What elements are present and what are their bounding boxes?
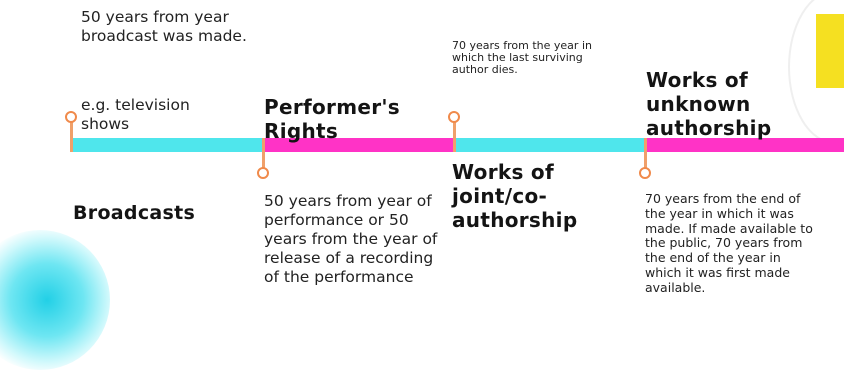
marker-dot-broadcasts: [65, 111, 77, 123]
timeline-segment-joint: [455, 138, 646, 152]
decorative-cyan-blob: [0, 230, 110, 370]
marker-line-unknown: [644, 138, 647, 171]
marker-dot-unknown: [639, 167, 651, 179]
unknown-heading: Works of unknown authorship: [646, 68, 772, 140]
broadcasts-example: e.g. television shows: [81, 96, 190, 133]
broadcasts-heading: Broadcasts: [73, 202, 196, 224]
joint-heading: Works of joint/co-authorship: [452, 160, 578, 232]
marker-line-broadcasts: [70, 119, 73, 152]
broadcasts-duration: 50 years from year broadcast was made.: [81, 8, 247, 45]
timeline-segment-performers: [264, 138, 455, 152]
decorative-yellow-bar: [816, 14, 844, 88]
marker-line-performers: [262, 138, 265, 171]
timeline-segment-broadcasts: [72, 138, 264, 152]
joint-duration: 70 years from the year in which the last…: [452, 39, 592, 76]
timeline-segment-unknown: [646, 138, 844, 152]
marker-dot-performers: [257, 167, 269, 179]
marker-dot-joint: [448, 111, 460, 123]
performers-heading: Performer's Rights: [264, 95, 400, 143]
marker-line-joint: [453, 119, 456, 152]
performers-duration: 50 years from year of performance or 50 …: [264, 192, 438, 286]
unknown-duration: 70 years from the end of the year in whi…: [645, 191, 813, 295]
